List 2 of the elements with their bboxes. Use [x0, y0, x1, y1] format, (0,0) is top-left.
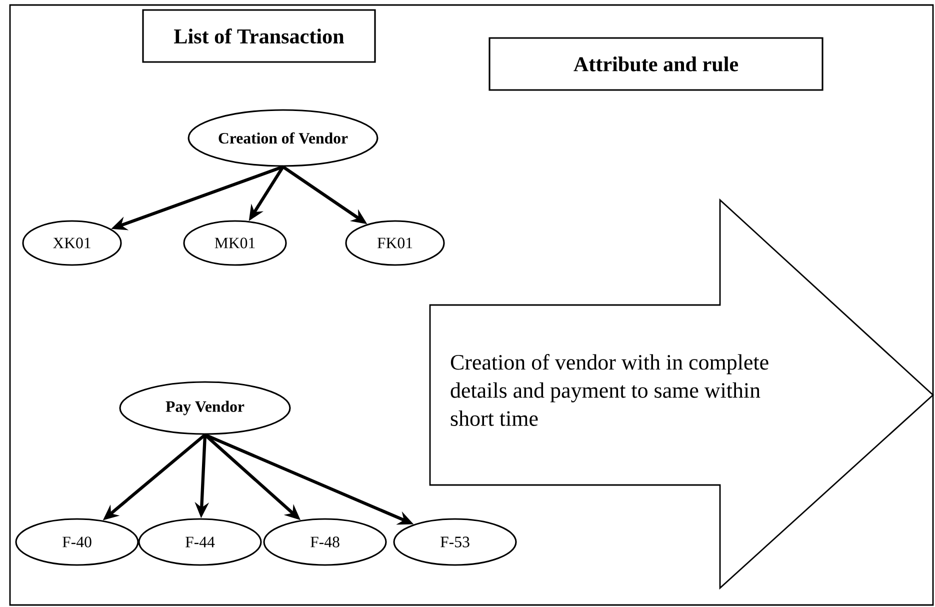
title-box: Attribute and rule — [488, 37, 824, 91]
title-box: List of Transaction — [142, 9, 376, 63]
